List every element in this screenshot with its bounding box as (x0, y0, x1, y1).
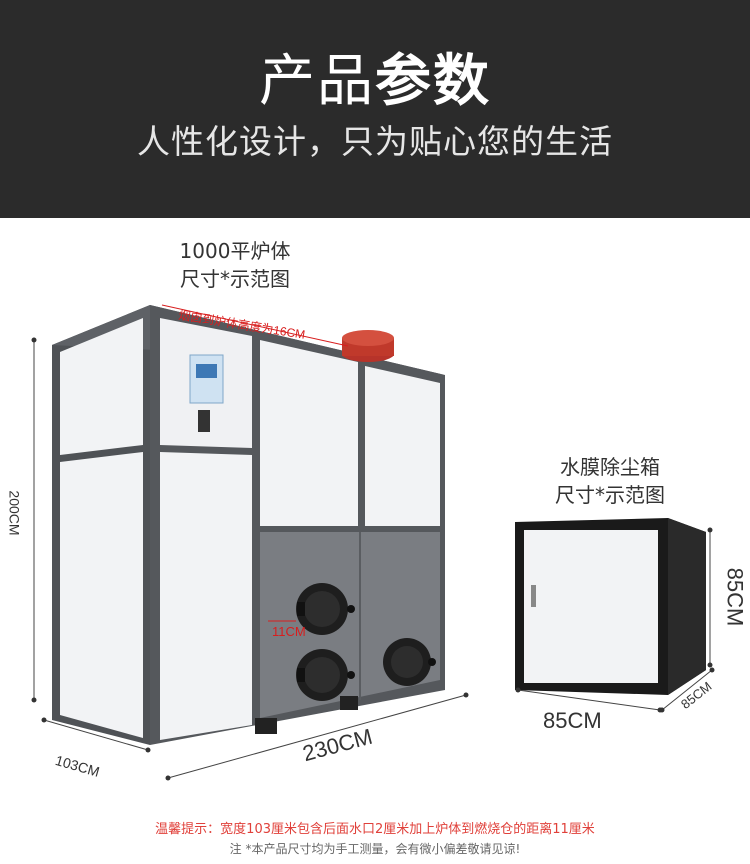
dustbox-label-line2: 尺寸*示范图 (555, 483, 665, 507)
furnace-door-lower (296, 649, 355, 701)
boiler-side-panel-bottom (60, 452, 143, 738)
tip-note: 温馨提示：宽度103厘米包含后面水口2厘米加上炉体到燃烧仓的距离11厘米 (155, 822, 595, 837)
header-banner: 产品参数 人性化设计，只为贴心您的生活 (0, 0, 750, 218)
boiler-label-line2: 尺寸*示范图 (180, 267, 290, 291)
page-title: 产品参数 (0, 50, 750, 114)
boiler-unit (52, 305, 445, 745)
chimney-height-line (161, 304, 349, 347)
depth-dim-line (41, 717, 151, 753)
boiler-base-foot (255, 718, 277, 734)
door-gap-note: 11CM (272, 624, 306, 639)
dustbox-depth-dim-line (659, 667, 715, 713)
dustbox-label-line1: 水膜除尘箱 (560, 455, 660, 479)
title-bold: 参数 (375, 49, 491, 114)
power-switch (198, 410, 210, 432)
boiler-label-line1: 1000平炉体 (179, 239, 291, 263)
dust-box-unit (515, 518, 706, 695)
dust-box-door (524, 530, 658, 683)
furnace-door-right (383, 638, 436, 686)
controller-display (189, 354, 224, 404)
width-dim-line (165, 692, 469, 781)
boiler-upper-panel-1 (260, 340, 358, 526)
boiler-front-panel-left (160, 452, 252, 740)
dustbox-width-label: 85CM (543, 708, 602, 733)
dustbox-height-label: 85CM (722, 567, 748, 627)
furnace-door-upper (296, 583, 355, 635)
disclaimer-note: 注 *本产品尺寸均为手工测量，会有微小偏差敬请见谅! (229, 842, 521, 856)
title-light: 产品 (259, 49, 375, 114)
boiler-height-label: 200CM (6, 490, 23, 536)
boiler-upper-panel-2 (365, 366, 440, 526)
boiler-side-panel-top (60, 318, 143, 455)
dustbox-width-dim-line (515, 687, 663, 713)
page-subtitle: 人性化设计，只为贴心您的生活 (137, 122, 613, 161)
dust-box-latch (531, 585, 536, 607)
